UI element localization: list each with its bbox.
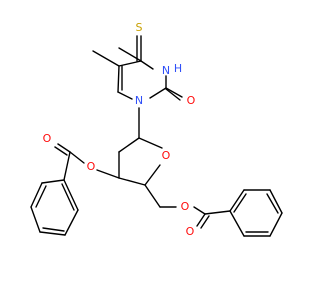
bond <box>229 210 245 237</box>
bond-layer <box>30 35 283 237</box>
bond <box>63 151 71 181</box>
bond <box>63 179 79 211</box>
atom-oxygen-carbonyl-3: O <box>43 132 52 145</box>
bond <box>41 179 65 184</box>
atom-nitrogen-3: N <box>162 64 170 77</box>
bond <box>64 209 79 236</box>
bond <box>54 146 68 156</box>
bond <box>69 151 85 164</box>
bond <box>144 184 161 208</box>
atom-oxygen-2: O <box>187 94 196 107</box>
molecule-structure: S N H N O O O O O O <box>30 21 283 238</box>
bond <box>165 88 181 101</box>
bond <box>61 183 75 211</box>
bond <box>92 50 120 67</box>
bond <box>118 177 146 186</box>
bond <box>35 185 47 208</box>
molecule-canvas: S N H N O O O O O O <box>30 21 283 238</box>
bond <box>165 87 183 98</box>
bond <box>266 193 279 214</box>
bond <box>144 164 161 186</box>
atom-nitrogen-1: N <box>135 94 143 107</box>
atom-label-layer: S N H N O O O O O O <box>43 21 196 238</box>
bond <box>117 65 120 93</box>
bond <box>140 60 154 70</box>
bond <box>118 60 142 67</box>
bond <box>30 206 41 233</box>
atom-oxygen-ester-5: O <box>181 200 190 213</box>
bond <box>57 143 71 153</box>
bond <box>118 137 140 153</box>
bond <box>269 212 283 237</box>
bond <box>200 215 210 229</box>
atom-oxygen-ester-3: O <box>87 160 96 173</box>
bond <box>42 227 65 232</box>
atom-oxygen-carbonyl-5: O <box>186 225 195 238</box>
atom-oxygen-ring: O <box>162 149 171 162</box>
bond <box>138 137 163 149</box>
bond <box>204 210 231 215</box>
bond <box>233 193 247 213</box>
atom-hydrogen-3: H <box>174 62 182 75</box>
bond <box>30 182 43 208</box>
bond <box>96 169 120 179</box>
bond <box>193 206 206 215</box>
bond <box>117 91 133 100</box>
bond <box>229 189 245 212</box>
atom-sulfur: S <box>136 21 143 34</box>
bond <box>39 231 66 236</box>
bond <box>269 189 283 214</box>
bond <box>149 87 167 99</box>
bond <box>196 213 206 227</box>
